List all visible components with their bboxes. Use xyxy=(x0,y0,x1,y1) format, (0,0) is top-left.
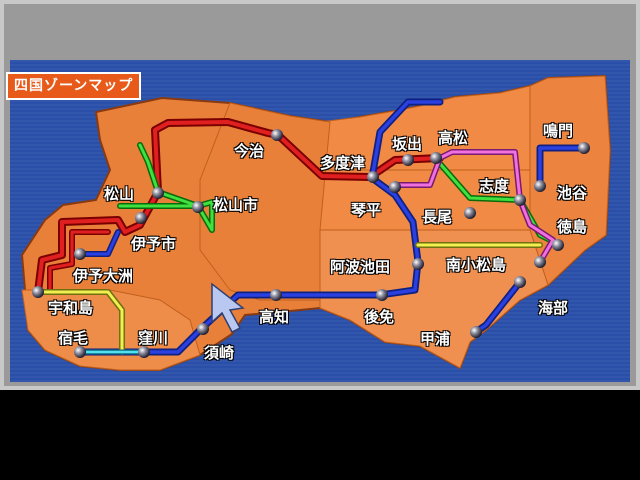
station-node-icon[interactable] xyxy=(514,276,526,288)
station-label[interactable]: 甲浦 xyxy=(420,330,451,348)
station-label[interactable]: 後免 xyxy=(364,308,395,326)
station-label[interactable]: 池谷 xyxy=(557,184,588,202)
station-label[interactable]: 伊予市 xyxy=(131,235,177,253)
station-node-icon[interactable] xyxy=(197,323,209,335)
arrow-cursor-icon xyxy=(211,282,245,333)
status-area xyxy=(0,390,640,480)
station-node-icon[interactable] xyxy=(402,154,414,166)
station-label[interactable]: 松山市 xyxy=(213,196,259,214)
window-title: 四国ゾーンマップ xyxy=(6,72,142,100)
station-node-icon[interactable] xyxy=(270,289,282,301)
station-label[interactable]: 志度 xyxy=(479,177,510,195)
station-label[interactable]: 伊予大洲 xyxy=(73,267,134,285)
station-node-icon[interactable] xyxy=(412,258,424,270)
station-label[interactable]: 高松 xyxy=(438,129,469,147)
station-node-icon[interactable] xyxy=(152,187,164,199)
station-label[interactable]: 鳴門 xyxy=(543,122,574,140)
station-node-icon[interactable] xyxy=(32,286,44,298)
zone-kochi xyxy=(319,229,549,369)
station-label[interactable]: 長尾 xyxy=(422,208,453,226)
station-label[interactable]: 高知 xyxy=(259,308,290,326)
station-nodes xyxy=(32,129,590,358)
station-node-icon[interactable] xyxy=(514,194,526,206)
station-node-icon[interactable] xyxy=(367,171,379,183)
station-node-icon[interactable] xyxy=(534,180,546,192)
station-node-icon[interactable] xyxy=(430,152,442,164)
station-label[interactable]: 今治 xyxy=(234,142,265,160)
station-node-icon[interactable] xyxy=(192,201,204,213)
station-label[interactable]: 琴平 xyxy=(351,201,382,219)
station-node-icon[interactable] xyxy=(552,239,564,251)
station-node-icon[interactable] xyxy=(271,129,283,141)
window-frame: 四国ゾーンマップ 今治 多度津 坂出 高松 鳴門 松山 松山市 伊予市 琴平 長… xyxy=(0,0,640,390)
station-label[interactable]: 宇和島 xyxy=(48,299,94,317)
station-node-icon[interactable] xyxy=(389,181,401,193)
shikoku-map xyxy=(20,74,612,371)
station-node-icon[interactable] xyxy=(138,346,150,358)
station-label[interactable]: 坂出 xyxy=(392,135,423,153)
station-label[interactable]: 宿毛 xyxy=(58,329,89,347)
station-label[interactable]: 多度津 xyxy=(320,154,366,172)
station-node-icon[interactable] xyxy=(534,256,546,268)
station-label[interactable]: 海部 xyxy=(538,299,569,317)
station-node-icon[interactable] xyxy=(470,326,482,338)
station-node-icon[interactable] xyxy=(376,289,388,301)
station-node-icon[interactable] xyxy=(464,207,476,219)
station-node-icon[interactable] xyxy=(135,212,147,224)
station-label[interactable]: 阿波池田 xyxy=(330,258,391,276)
station-label[interactable]: 南小松島 xyxy=(446,256,507,274)
station-label[interactable]: 須崎 xyxy=(204,344,235,362)
station-label[interactable]: 窪川 xyxy=(138,329,169,347)
station-label[interactable]: 松山 xyxy=(104,185,135,203)
station-node-icon[interactable] xyxy=(74,248,86,260)
station-node-icon[interactable] xyxy=(578,142,590,154)
rail-lines xyxy=(34,98,586,356)
station-label[interactable]: 徳島 xyxy=(557,218,588,236)
station-node-icon[interactable] xyxy=(74,346,86,358)
